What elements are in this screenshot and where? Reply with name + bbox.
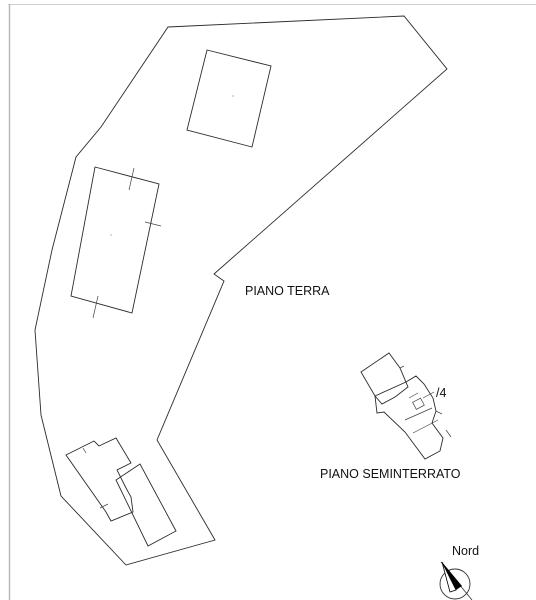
label-nord: Nord — [452, 544, 479, 558]
building-bottom-right — [115, 463, 177, 547]
label-piano-terra: PIANO TERRA — [245, 284, 330, 298]
basement-upper-block — [360, 352, 409, 405]
basement-lower-block — [374, 375, 444, 460]
building-top-mark — [232, 95, 234, 97]
basement-interior-lines — [399, 365, 452, 438]
label-piano-seminterrato: PIANO SEMINTERRATO — [320, 467, 461, 481]
building-middle-mark — [110, 234, 112, 236]
north-arrow-icon — [439, 561, 473, 600]
building-middle-ticks — [92, 167, 162, 319]
label-marker: /4 — [436, 386, 446, 400]
building-middle — [70, 166, 160, 314]
building-top — [186, 49, 272, 148]
basement-footprint — [360, 352, 452, 460]
building-bottom-details — [82, 447, 109, 509]
lot-boundary — [34, 15, 448, 566]
building-bottom-left — [65, 437, 134, 522]
